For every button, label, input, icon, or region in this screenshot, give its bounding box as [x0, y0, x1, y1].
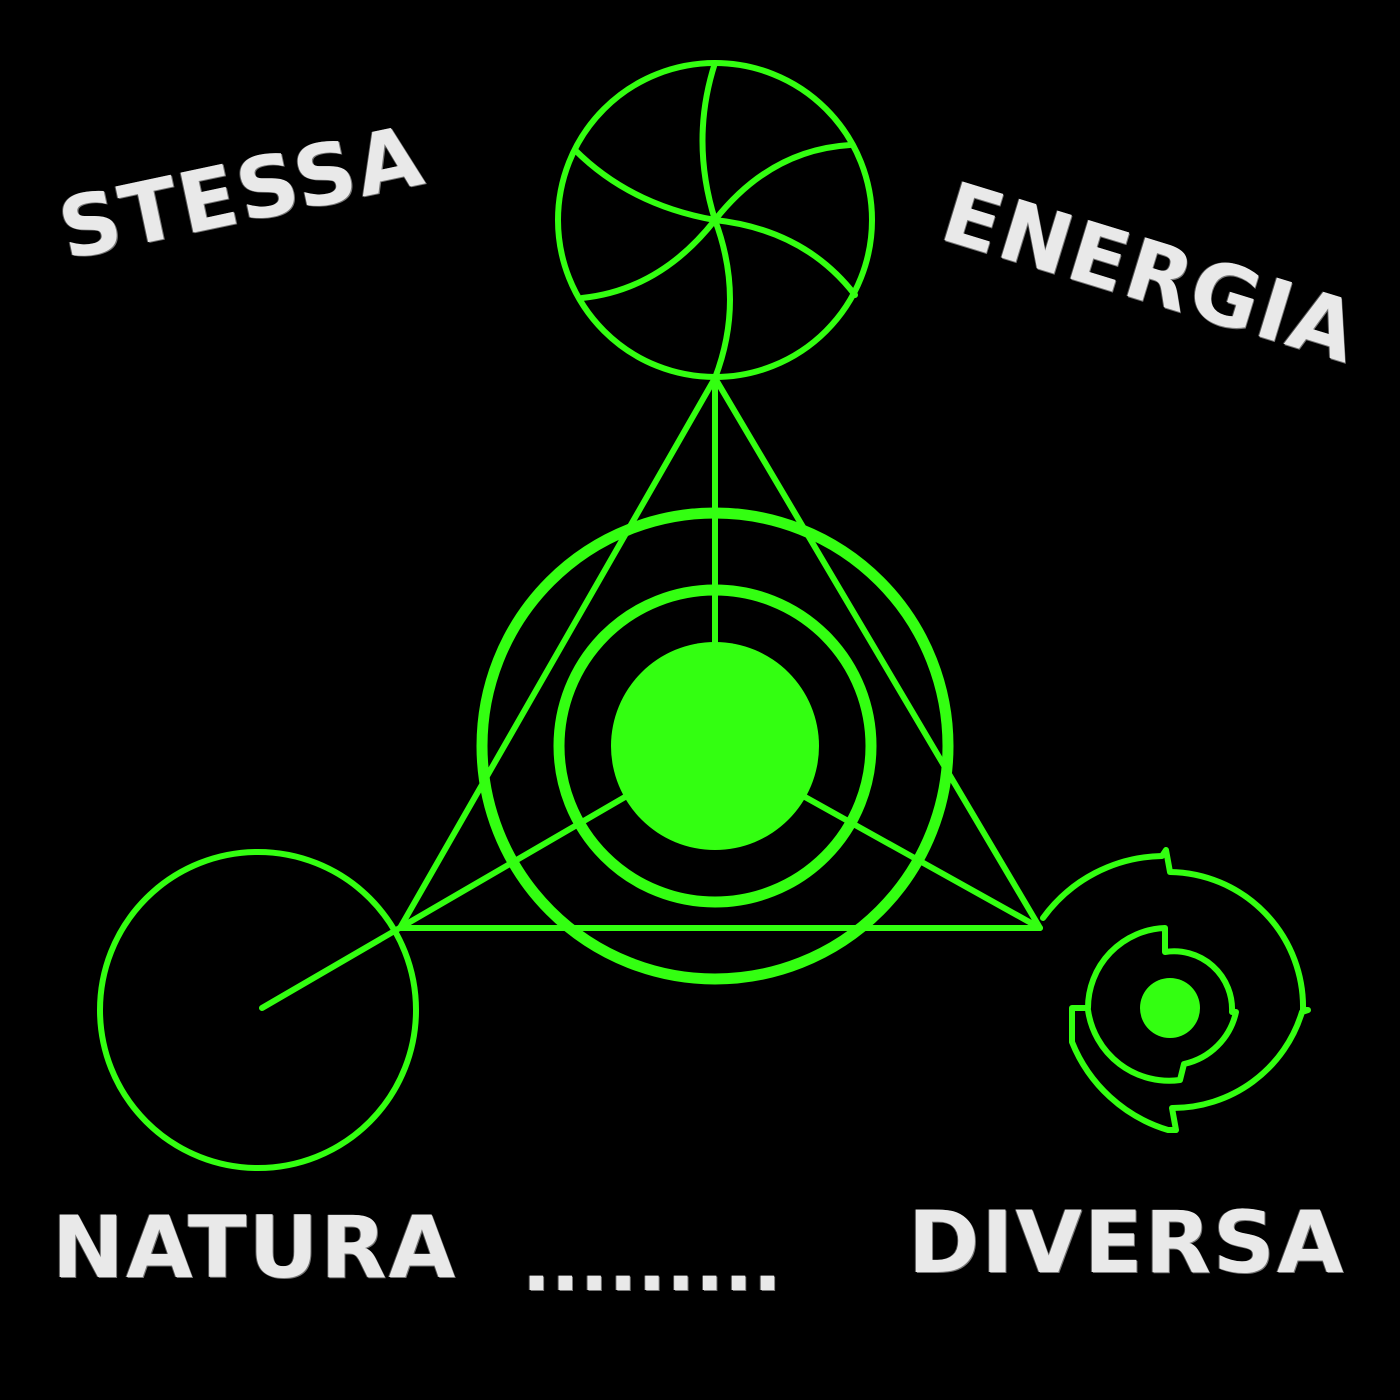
- dotted-separator: .........: [522, 1219, 782, 1308]
- radial-line-right: [802, 794, 1043, 931]
- segmented-circle: [1040, 847, 1311, 1133]
- center-dot: [611, 642, 819, 850]
- radial-line-left: [259, 794, 628, 1011]
- word-diversa: DIVERSA: [908, 1193, 1346, 1293]
- triangle: [397, 375, 1043, 931]
- word-natura: NATURA: [52, 1198, 458, 1298]
- small-center-dot: [1140, 978, 1200, 1038]
- swirl-arms: [572, 60, 858, 381]
- left-circle: [97, 849, 419, 1171]
